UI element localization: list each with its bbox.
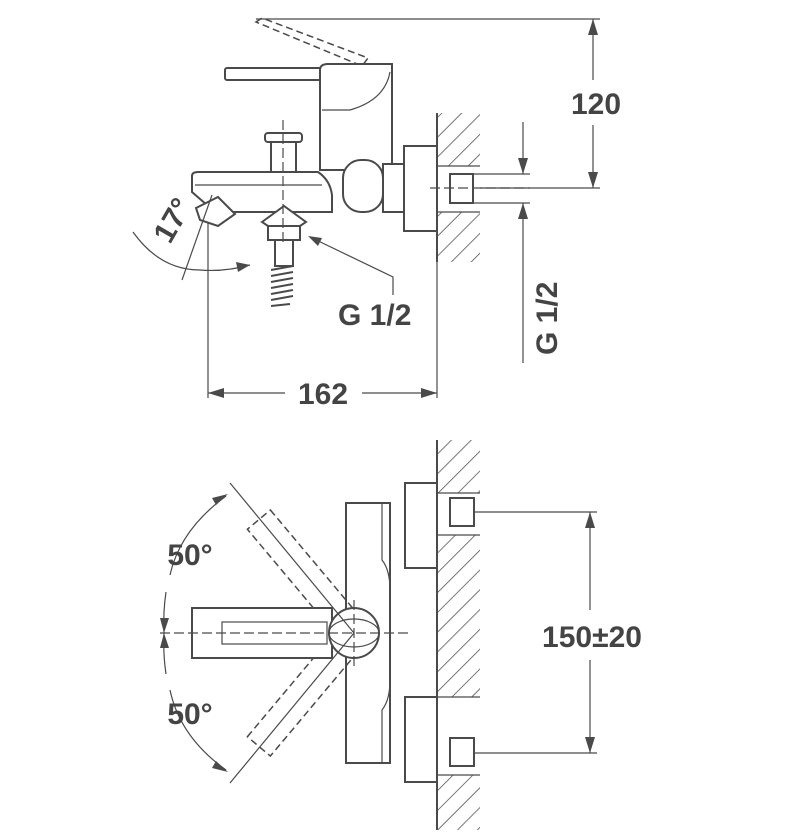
hose-nut bbox=[267, 225, 301, 241]
connector bbox=[382, 163, 406, 213]
fitting-upper bbox=[449, 497, 475, 527]
inlet-spacing-dimension: 150±20 bbox=[542, 621, 642, 654]
height-dimension: 120 bbox=[571, 88, 621, 121]
wall-top bbox=[436, 440, 480, 830]
lower-angle-label: 50° bbox=[167, 698, 212, 731]
side-view: 17° G 1/2 162 120 G 1/2 bbox=[132, 17, 621, 411]
lever-raised-outline bbox=[254, 17, 370, 67]
depth-dimension: 162 bbox=[298, 378, 348, 411]
hose-thread-label: G 1/2 bbox=[338, 299, 411, 332]
hose-spring bbox=[270, 265, 294, 307]
inlet-thread-label: G 1/2 bbox=[531, 282, 564, 355]
spout-angle-label: 17° bbox=[147, 193, 198, 249]
aerator bbox=[194, 195, 237, 228]
handle-knob bbox=[342, 159, 384, 213]
fitting-lower bbox=[449, 737, 475, 767]
wall-side bbox=[436, 113, 480, 262]
spout bbox=[191, 171, 333, 213]
top-view: 50° 50° 150±20 bbox=[160, 440, 642, 830]
flange-lower bbox=[404, 696, 438, 783]
flange-upper bbox=[404, 482, 438, 569]
mixer-body bbox=[319, 63, 393, 171]
upper-angle-label: 50° bbox=[167, 539, 212, 572]
lever-handle bbox=[224, 67, 326, 81]
